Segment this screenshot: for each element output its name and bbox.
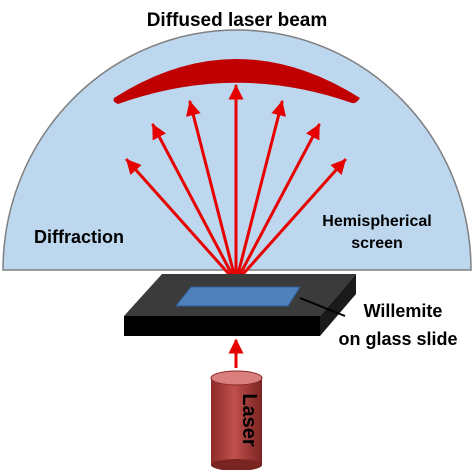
laser-body [211, 378, 262, 465]
willemite-sample [174, 286, 301, 307]
sample-pointer-line [299, 297, 346, 317]
hemispherical-screen-label-line2: screen [351, 235, 403, 252]
slide-front-face [124, 316, 320, 336]
slide-side-face [320, 274, 356, 336]
diffracted-rays [125, 84, 347, 284]
laser-label: Laser [238, 393, 260, 447]
laser-cylinder-icon [210, 370, 263, 471]
ray-arrow-7 [234, 158, 347, 284]
diffused-beam-band [113, 59, 360, 104]
glass-slide [124, 274, 356, 336]
laser-bottom [211, 459, 262, 471]
willemite-label-line1: Willemite [364, 301, 443, 321]
ray-arrow-6 [234, 123, 321, 284]
ray-arrow-3 [186, 100, 238, 284]
willemite-label-line2: on glass slide [338, 329, 457, 349]
ray-arrow-1 [125, 158, 238, 284]
laser-top [210, 370, 263, 386]
diffused-beam-label: Diffused laser beam [147, 10, 328, 31]
ray-arrow-2 [151, 123, 238, 284]
hemispherical-screen-label-line1: Hemispherical [322, 213, 431, 230]
ray-arrow-5 [234, 100, 286, 284]
diffraction-label: Diffraction [34, 227, 124, 247]
